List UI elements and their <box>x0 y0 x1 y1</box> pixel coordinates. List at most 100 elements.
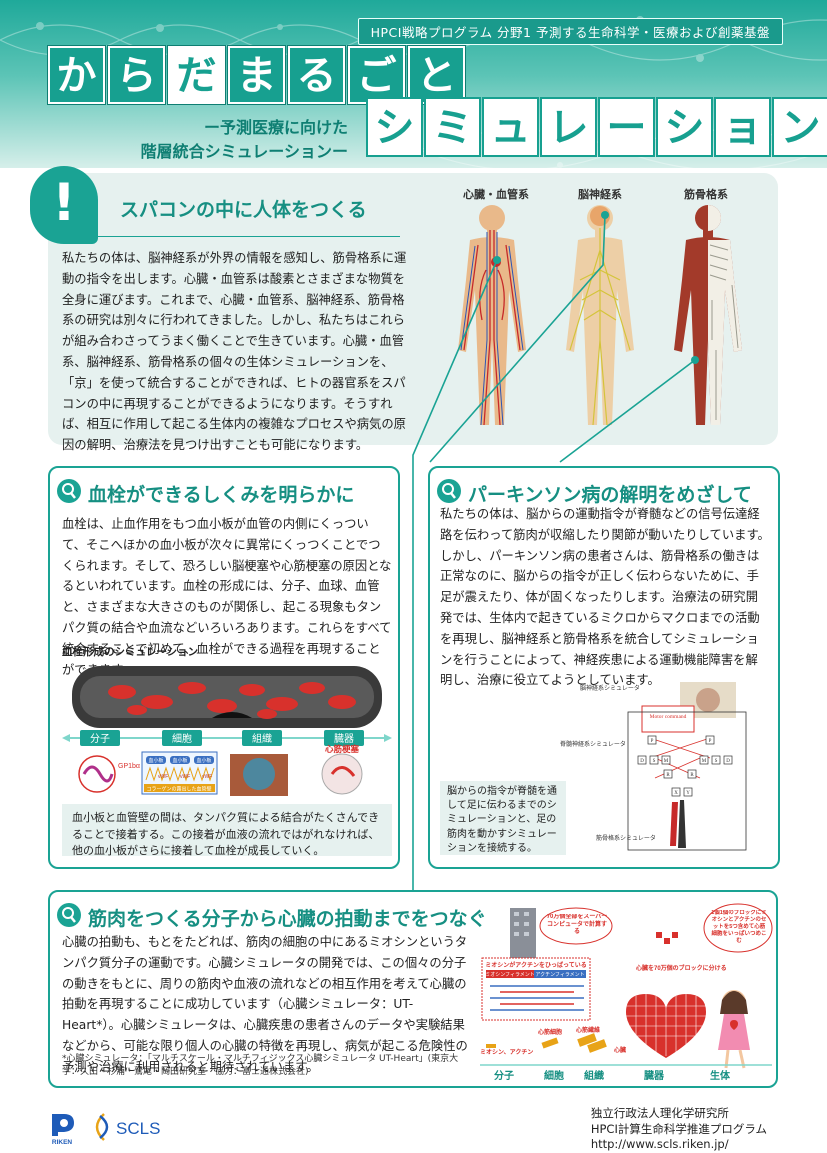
vwf-label: vWF <box>180 774 190 780</box>
node-label: P <box>709 739 712 744</box>
node-label: Y <box>686 791 690 796</box>
title-char: ご <box>348 46 405 104</box>
thrombus-body-text: 血栓は、止血作用をもつ血小板が血管の内側にくっついて、そこへほかの血小板が次々に… <box>62 517 392 677</box>
thrombus-figure-caption: 血栓形成のシミュレーション <box>62 646 199 658</box>
magnifier-icon <box>57 479 81 503</box>
heart-section <box>48 890 778 1088</box>
heart-multiscale-figure: 70万個全部をスーパーコンピュータで計算する 1個1個のブロックにミオシンとアク… <box>480 903 773 1082</box>
scale-label-body: 生体 <box>710 1069 731 1082</box>
myosin-label: ミオシンフィラメント <box>485 972 535 978</box>
title-char: ら <box>108 46 165 104</box>
scale-label-organ: 臓器 <box>334 733 354 745</box>
node-label: S <box>653 759 656 764</box>
title-char: ミ <box>424 97 481 157</box>
title-char: シ <box>656 97 713 157</box>
node-label: S <box>715 759 718 764</box>
musculo-sim-label: 筋骨格系シミュレータ <box>596 834 656 842</box>
exclamation-icon: ! <box>30 166 98 244</box>
program-name: HPCI計算生命科学推進プログラム <box>590 1121 767 1136</box>
label-cardiovascular: 心臓・血管系 <box>463 188 529 201</box>
riken-logo: RIKEN <box>52 1114 74 1146</box>
subtitle-line: ー予測医療に向けた <box>203 118 348 137</box>
brain-sim-label: 脳神経系シミュレータ <box>580 684 640 692</box>
bubble-compute: 70万個全部をスーパーコンピュータで計算する <box>546 914 608 935</box>
org-name: 独立行政法人理化学研究所 <box>590 1106 729 1120</box>
subtitle: ー予測医療に向けた 階層統合シミュレーションー <box>58 116 348 164</box>
vwf-label: vWF <box>158 774 168 780</box>
split-label: 心臓を70万個のブロックに分ける <box>636 964 727 972</box>
heart-footnote: *心臓シミュレータ：「マルチスケール・マルチフィジックス心臓シミュレータ UT-… <box>62 1054 459 1077</box>
motor-command-label: Motor command <box>650 714 687 720</box>
magnifier-icon <box>57 903 81 927</box>
title-char: と <box>408 46 465 104</box>
title-char: レ <box>540 97 597 157</box>
parkinson-diagram: 脳神経系シミュレータ Motor command 脊髄神経系シミュレータ P P… <box>560 682 747 851</box>
scale-label-tissue: 組織 <box>252 732 272 745</box>
parkinson-title: パーキンソン病の解明をめざして <box>468 484 752 506</box>
platelet-label: 血小板 <box>148 757 163 764</box>
title-char: ー <box>598 97 655 157</box>
mi-label: 心筋梗塞 <box>325 744 360 754</box>
scls-logo-text: SCLS <box>116 1119 160 1138</box>
actin-label: アクチンフィラメント <box>535 972 584 978</box>
platelet-label: 血小板 <box>196 757 211 764</box>
intro-body-text: 私たちの体は、脳神経系が外界の情報を感知し、筋骨格系に運動の指令を出します。心臓… <box>62 251 407 453</box>
title-char: る <box>288 46 345 104</box>
myosin-pull-label: ミオシンがアクチンをひっぱっている <box>485 961 586 969</box>
musculoskeletal-figure <box>674 205 742 425</box>
scale-label-cell: 細胞 <box>172 732 192 745</box>
parkinson-note: 脳からの指令が脊髄を通して足に伝わるまでのシミュレーションと、足の筋肉を動かすシ… <box>440 781 566 855</box>
cell-label: 心筋細胞 <box>538 1028 562 1036</box>
gp-label: GP1bα <box>118 763 140 770</box>
node-label: P <box>651 739 654 744</box>
spinal-sim-label: 脊髄神経系シミュレータ <box>560 740 626 748</box>
node-label: X <box>674 791 678 796</box>
fiber-label: 心筋繊維 <box>576 1026 600 1034</box>
ma-label: ミオシン、アクチン <box>480 1048 533 1056</box>
footer-organization: 独立行政法人理化学研究所 HPCI計算生命科学推進プログラム http://ww… <box>591 1106 767 1153</box>
title-char: シ <box>366 97 423 157</box>
heart-body-text: 心臓の拍動も、もとをたどれば、筋肉の細胞の中にあるミオシンというタンパク質分子の… <box>62 935 468 1074</box>
label-musculoskeletal: 筋骨格系 <box>684 188 728 201</box>
title-simulation: シ ミ ュ レ ー シ ョ ン <box>366 97 827 157</box>
thrombus-simulation-figure: 分子 細胞 組織 臓器 GP1bα 血小板 血小板 血小板 vWF vWF vW… <box>62 666 392 796</box>
thrombus-title: 血栓ができるしくみを明らかに <box>88 484 355 506</box>
node-label: M <box>664 759 669 764</box>
title-char: ン <box>772 97 827 157</box>
title-char: ョ <box>714 97 771 157</box>
header-banner: HPCI戦略プログラム 分野1 予測する生命科学・医療および創薬基盤 か ら だ… <box>0 0 827 168</box>
node-label: D <box>726 759 730 764</box>
title-char: ま <box>228 46 285 104</box>
heart-label: 心臓 <box>614 1046 626 1054</box>
platelet-label: 血小板 <box>172 757 187 764</box>
collagen-label: コラーゲンの露出した血管壁 <box>146 786 211 793</box>
vwf-label: vWF <box>202 774 212 780</box>
scale-label-molecule: 分子 <box>494 1069 514 1082</box>
divider <box>50 236 400 237</box>
scale-label-organ: 臓器 <box>644 1069 665 1082</box>
node-label: M <box>702 759 707 764</box>
riken-logo-text: RIKEN <box>52 1139 73 1146</box>
intro-panel <box>48 173 778 445</box>
bubble-blocks: 1個1個のブロックにミオシンとアクチンのセットを5つ含めて心筋細胞をいっぱいつめ… <box>711 910 767 944</box>
label-nervous: 脳神経系 <box>578 188 622 201</box>
program-label: HPCI戦略プログラム 分野1 予測する生命科学・医療および創薬基盤 <box>357 18 783 45</box>
node-label: D <box>640 759 644 764</box>
scls-logo: SCLS <box>95 1113 160 1141</box>
scale-label-tissue: 組織 <box>584 1069 604 1082</box>
heart-title: 筋肉をつくる分子から心臓の拍動までをつなぐ <box>88 908 487 930</box>
subtitle-line: 階層統合シミュレーションー <box>140 142 348 161</box>
website-url[interactable]: http://www.scls.riken.jp/ <box>590 1137 729 1151</box>
title-char: ュ <box>482 97 539 157</box>
node-label: R <box>690 773 694 778</box>
node-label: R <box>666 773 670 778</box>
magnifier-icon <box>437 479 461 503</box>
title-char: か <box>48 46 105 104</box>
intro-heading: スパコンの中に人体をつくる <box>120 199 367 221</box>
scale-label-molecule: 分子 <box>90 733 110 745</box>
scale-label-cell: 細胞 <box>544 1069 564 1082</box>
title-char: だ <box>168 46 225 104</box>
thrombus-note: 血小板と血管壁の間は、タンパク質による結合がたくさんできることで接着する。この接… <box>62 804 392 857</box>
parkinson-body-text: 私たちの体は、脳からの運動指令が脊髄などの信号伝達経路を伝わって筋肉が収縮したり… <box>440 507 770 688</box>
